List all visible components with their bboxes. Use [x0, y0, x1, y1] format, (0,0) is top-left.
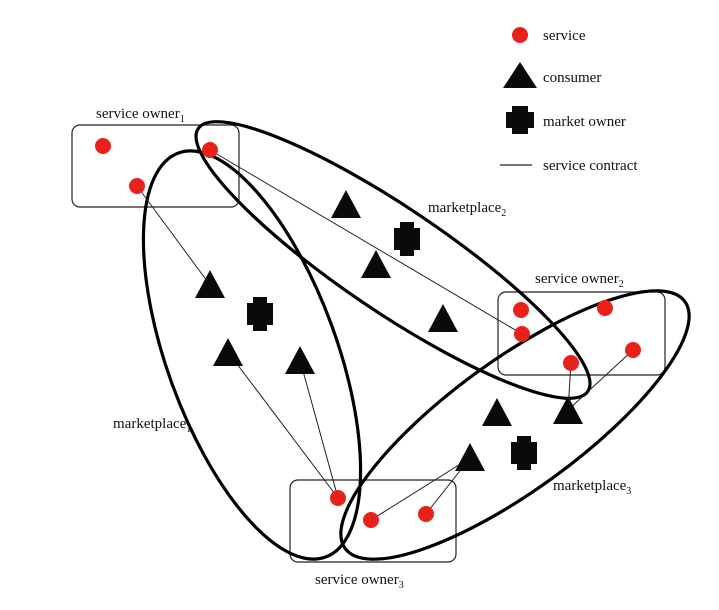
- services: [95, 138, 641, 528]
- consumer-icon: [285, 346, 315, 374]
- service-node: [95, 138, 111, 154]
- consumer-icon: [195, 270, 225, 298]
- legend-consumer-icon: [503, 62, 537, 88]
- market-owner-icon: [247, 297, 273, 331]
- service-node: [129, 178, 145, 194]
- consumer-icon: [213, 338, 243, 366]
- legend-market-owner-icon: [506, 106, 534, 134]
- marketplace-2-label: marketplace2: [428, 200, 506, 219]
- service-node: [363, 512, 379, 528]
- legend-contract-label: service contract: [543, 158, 638, 174]
- legend: service consumer market owner service co…: [500, 27, 638, 174]
- service-node: [597, 300, 613, 316]
- service-owner-3-label: service owner3: [315, 572, 404, 591]
- service-node: [513, 302, 529, 318]
- service-owner-2-label: service owner2: [535, 271, 624, 290]
- contract-line: [136, 185, 211, 286]
- consumer-icon: [361, 250, 391, 278]
- legend-market-owner-label: market owner: [543, 114, 626, 130]
- service-node: [418, 506, 434, 522]
- service-contracts: [136, 149, 634, 521]
- legend-consumer-label: consumer: [543, 70, 601, 86]
- marketplace-2-ellipse: [194, 120, 592, 400]
- legend-service-icon: [512, 27, 528, 43]
- service-node: [202, 142, 218, 158]
- service-node: [514, 326, 530, 342]
- contract-line: [567, 349, 634, 411]
- consumers: [195, 190, 583, 471]
- consumer-icon: [331, 190, 361, 218]
- contract-line: [299, 359, 339, 499]
- marketplace-3-ellipse: [339, 289, 691, 561]
- contract-line: [370, 457, 471, 521]
- service-owner-2-box: [497, 291, 666, 376]
- marketplace-1-label: marketplace1: [113, 416, 191, 435]
- legend-service-label: service: [543, 28, 586, 44]
- consumer-icon: [553, 396, 583, 424]
- contract-line: [209, 149, 523, 335]
- service-node: [330, 490, 346, 506]
- consumer-icon: [482, 398, 512, 426]
- contract-line: [227, 351, 339, 499]
- service-node: [563, 355, 579, 371]
- market-owners: [247, 222, 537, 470]
- marketplace-3-label: marketplace3: [553, 478, 631, 497]
- service-owner-1-label: service owner1: [96, 106, 185, 125]
- consumer-icon: [455, 443, 485, 471]
- service-node: [625, 342, 641, 358]
- market-owner-icon: [511, 436, 537, 470]
- marketplace-1-ellipse: [141, 149, 363, 561]
- consumer-icon: [428, 304, 458, 332]
- service-owner-1-box: [71, 124, 240, 208]
- service-owner-3-box: [289, 479, 457, 563]
- market-owner-icon: [394, 222, 420, 256]
